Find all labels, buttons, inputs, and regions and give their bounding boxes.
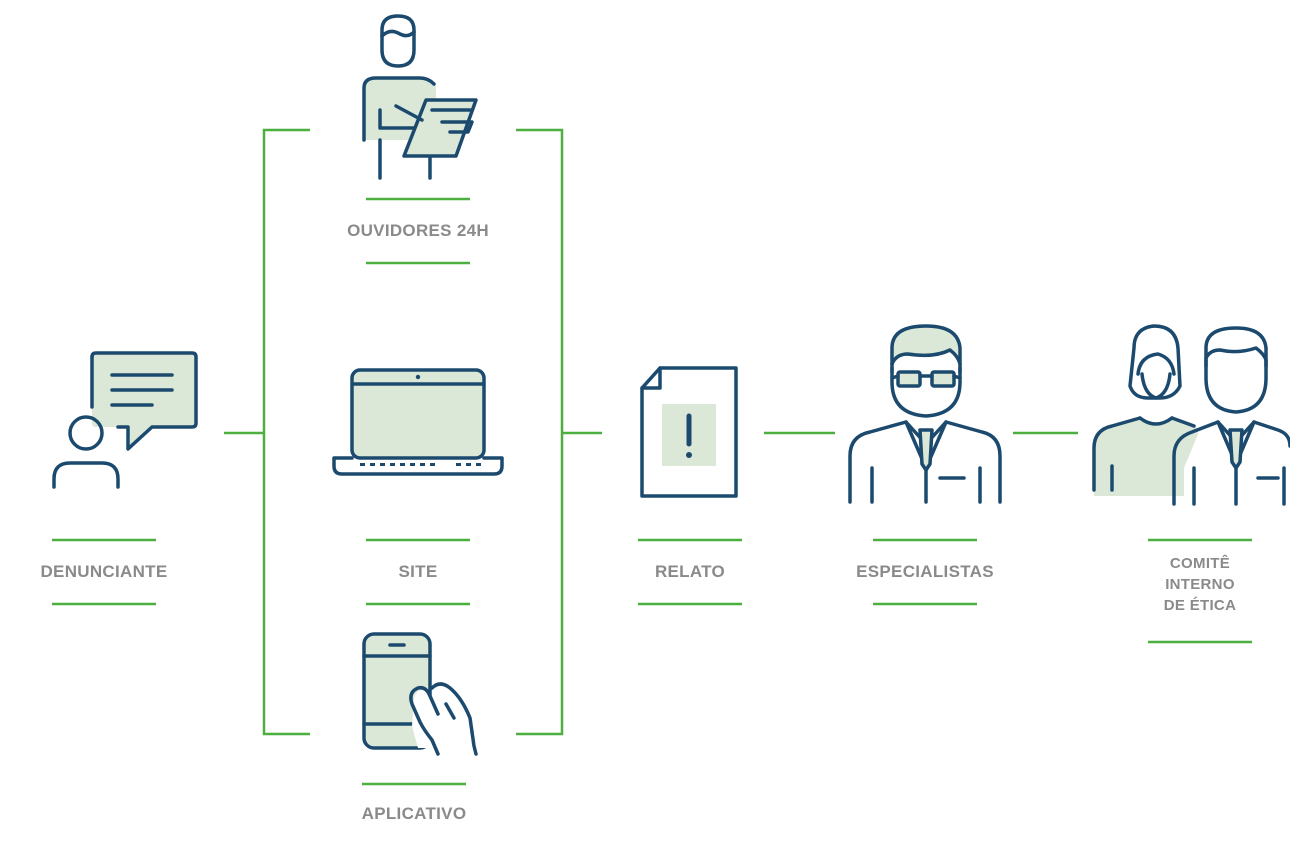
label-ouvidores: OUVIDORES 24H <box>347 221 489 240</box>
document-alert-icon <box>640 366 738 498</box>
label-relato: RELATO <box>654 562 726 581</box>
man-glasses-tie-icon <box>848 324 1002 504</box>
laptop-icon <box>332 368 504 476</box>
label-denunciante: DENUNCIANTE <box>40 562 168 581</box>
label-comite: COMITÊ INTERNO DE ÉTICA <box>1140 553 1260 616</box>
smartphone-hand-icon <box>362 632 478 756</box>
label-aplicativo: APLICATIVO <box>361 804 467 823</box>
bracket-left <box>262 128 310 736</box>
label-comite-line-1: COMITÊ <box>1169 555 1231 572</box>
label-comite-line-2: INTERNO <box>1165 576 1235 593</box>
label-especialistas: ESPECIALISTAS <box>856 562 994 581</box>
bracket-right <box>516 128 564 736</box>
woman-and-man-icon <box>1092 324 1290 506</box>
label-comite-line-3: DE ÉTICA <box>1163 597 1237 614</box>
person-clipboard-icon <box>362 14 478 180</box>
label-site: SITE <box>398 562 438 581</box>
person-speech-bubble-icon <box>52 351 198 489</box>
